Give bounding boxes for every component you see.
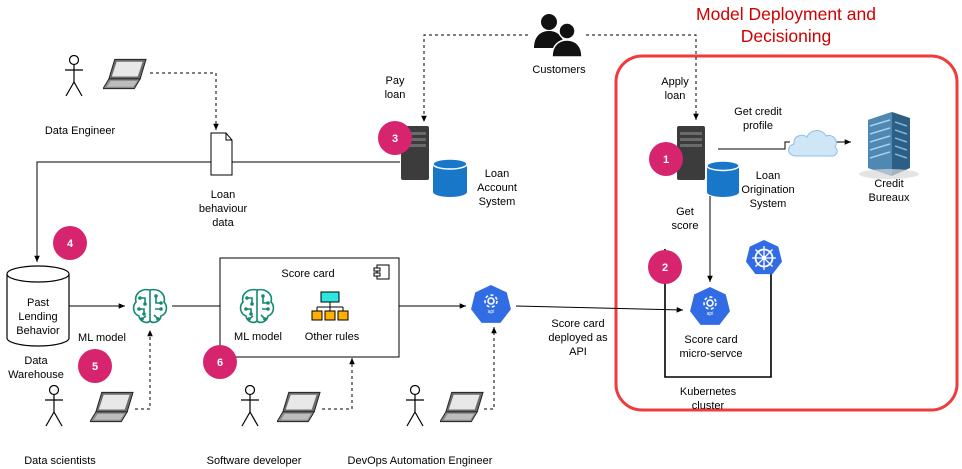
component-icon (373, 264, 390, 280)
score-card-api-label-2: deployed as (548, 332, 608, 344)
edge-api-to-microservice (515, 305, 684, 313)
ml-model-neural-network-icon (132, 288, 168, 324)
data-warehouse-icon (6, 265, 70, 347)
section-title-line1: Model Deployment and (696, 4, 876, 24)
step-badge-6: 6 (203, 345, 237, 379)
ml-model-label: ML model (78, 332, 126, 344)
loan-origination-label-3: System (750, 198, 787, 210)
loan-account-label-2: Account (477, 182, 517, 194)
past-lending-label-2: Lending (18, 311, 57, 323)
edge-customers-to-origination (586, 34, 699, 120)
customers-label: Customers (532, 64, 586, 76)
loan-account-database-icon (432, 158, 468, 198)
customers-icon (534, 14, 583, 58)
data-warehouse-label-1: Data (24, 355, 48, 367)
score-card-ml-label: ML model (234, 331, 282, 343)
svg-text:4: 4 (67, 238, 74, 250)
apply-loan-label-1: Apply (661, 76, 689, 88)
get-score-label-2: score (672, 220, 699, 232)
devops-laptop-icon (440, 391, 484, 423)
devops-person-icon (405, 385, 425, 427)
past-lending-label-3: Behavior (16, 325, 60, 337)
credit-bureaux-label-2: Bureaux (869, 192, 910, 204)
data-engineer-laptop-icon (103, 58, 147, 90)
loan-behaviour-label-1: Loan (211, 189, 235, 201)
loan-origination-label-2: Origination (741, 184, 794, 196)
svg-text:3: 3 (392, 133, 398, 145)
data-engineer-person-icon (64, 55, 84, 97)
kubernetes-cluster-frame (664, 249, 772, 378)
past-lending-label-1: Past (27, 297, 49, 309)
rules-icon (311, 291, 349, 321)
svg-text:5: 5 (92, 361, 98, 373)
edge-developer-to-scorecard (322, 358, 355, 410)
loan-behaviour-label-2: behaviour (199, 203, 248, 215)
apply-loan-label-2: loan (665, 90, 686, 102)
data-scientist-person-icon (44, 385, 64, 427)
deployment-section-frame (614, 54, 959, 412)
edge-scientist-to-ml (135, 330, 153, 410)
get-credit-label-2: profile (743, 120, 773, 132)
svg-text:6: 6 (217, 357, 223, 369)
step-badge-4: 4 (53, 226, 87, 260)
loan-account-label-1: Loan (485, 168, 509, 180)
get-score-label-1: Get (676, 206, 694, 218)
edge-origination-to-cloud (718, 141, 790, 150)
other-rules-label: Other rules (305, 331, 360, 343)
devops-engineer-label: DevOps Automation Engineer (348, 455, 493, 467)
step-badge-5: 5 (78, 349, 112, 383)
origination-database-icon (706, 160, 740, 198)
score-card-ms-label-2: micro-servce (680, 348, 743, 360)
loan-behaviour-label-3: data (212, 217, 234, 229)
cloud-icon (788, 130, 838, 157)
score-card-ms-label-1: Score card (684, 334, 737, 346)
software-developer-label: Software developer (207, 455, 302, 467)
loan-account-label-3: System (479, 196, 516, 208)
document-icon (210, 132, 233, 176)
data-engineer-label: Data Engineer (45, 125, 116, 137)
credit-bureaux-label-1: Credit (874, 178, 903, 190)
data-scientist-laptop-icon (90, 391, 134, 423)
data-scientists-label: Data scientists (24, 455, 96, 467)
software-developer-laptop-icon (277, 391, 321, 423)
edge-devops-to-api (484, 327, 497, 410)
step-badge-2: 2 (648, 250, 682, 284)
pay-loan-label-1: Pay (386, 75, 405, 87)
svg-text:2: 2 (662, 262, 668, 274)
pay-loan-label-2: loan (385, 89, 406, 101)
kubernetes-icon (745, 239, 783, 275)
edge-loan-account-to-warehouse (34, 161, 400, 262)
building-icon (859, 112, 919, 179)
score-card-api-label-1: Score card (551, 318, 604, 330)
score-card-box (219, 257, 400, 358)
kubernetes-label-2: cluster (692, 400, 725, 412)
software-developer-person-icon (240, 385, 260, 427)
step-badge-1: 1 (649, 142, 683, 176)
step-badge-3: 3 (378, 121, 412, 155)
edge-customers-to-loan-account (421, 34, 528, 122)
svg-text:1: 1 (663, 154, 669, 166)
section-title-line2: Decisioning (741, 26, 831, 46)
get-credit-label-1: Get credit (734, 106, 782, 118)
kubernetes-label-1: Kubernetes (680, 386, 737, 398)
data-warehouse-label-2: Warehouse (8, 369, 64, 381)
score-card-title: Score card (281, 268, 334, 280)
score-card-api-label-3: API (569, 346, 587, 358)
loan-origination-label-1: Loan (756, 170, 780, 182)
edge-engineer-to-data (150, 72, 219, 130)
